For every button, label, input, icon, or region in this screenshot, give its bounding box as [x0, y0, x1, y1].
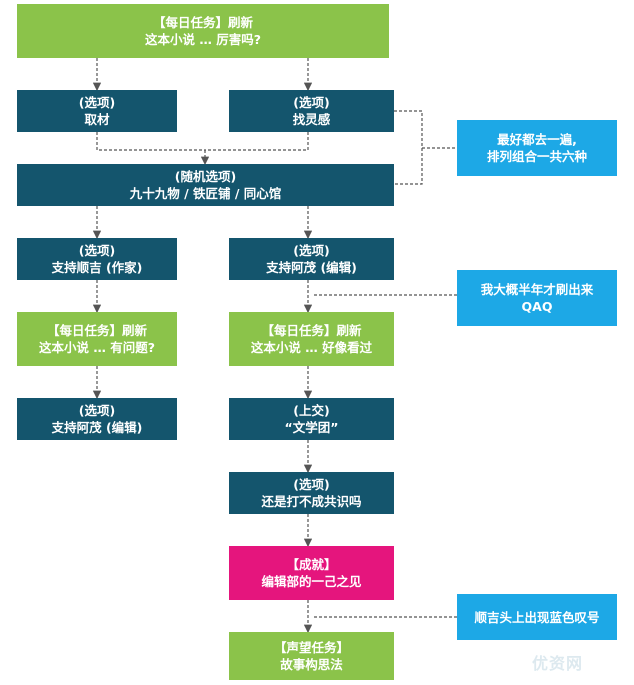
connector-zhaolinggan-random: [205, 132, 309, 151]
node-line-2: 支持阿茂 (编辑): [51, 420, 143, 435]
daily-task-node-left: 【每日任务】刷新 这本小说 … 有问题?: [17, 312, 177, 366]
node-line-1: (选项): [293, 477, 330, 492]
daily-task-node-right: 【每日任务】刷新 这本小说 … 好像看过: [229, 312, 394, 366]
option-node-qucai: (选项) 取材: [17, 90, 177, 132]
node-line-1: (选项): [78, 95, 116, 110]
reputation-task-node: 【声望任务】 故事构思法: [229, 632, 394, 680]
node-line-2: 取材: [84, 112, 110, 127]
option-node-shunji: (选项) 支持顺吉 (作家): [17, 238, 177, 280]
node-line-1: 【每日任务】刷新: [152, 15, 253, 30]
node-line-1: 【成就】: [286, 557, 337, 572]
node-line-1: (随机选项): [174, 169, 237, 184]
node-line-1: (上交): [293, 403, 330, 418]
daily-task-node-1: 【每日任务】刷新 这本小说 … 厉害吗?: [17, 4, 389, 58]
option-node-amao-1: (选项) 支持阿茂 (编辑): [229, 238, 394, 280]
node-line-2: 九十九物 / 铁匠铺 / 同心馆: [129, 186, 282, 201]
node-line-2: 还是打不成共识吗: [261, 494, 362, 509]
submit-node: (上交) “文学团”: [229, 398, 394, 440]
note-node-blue-exclamation: 顺吉头上出现蓝色叹号: [457, 594, 617, 640]
node-line-1: 【声望任务】: [273, 640, 349, 655]
achievement-node: 【成就】 编辑部的一己之见: [229, 546, 394, 600]
node-line-2: 排列组合一共六种: [486, 149, 587, 164]
node-line-2: QAQ: [521, 299, 553, 314]
node-line-2: 故事构思法: [280, 657, 343, 672]
node-line-1: 最好都去一遍,: [497, 132, 577, 147]
node-line-1: (选项): [293, 95, 330, 110]
node-line-2: 这本小说 … 有问题?: [39, 340, 155, 355]
node-line-2: 支持顺吉 (作家): [51, 260, 143, 275]
node-line-1: 【每日任务】刷新: [46, 323, 147, 338]
node-line-1: 【每日任务】刷新: [261, 323, 362, 338]
connector-note1-bracket: [394, 110, 423, 185]
node-line-2: 这本小说 … 好像看过: [250, 340, 373, 355]
node-line-1: (选项): [293, 243, 330, 258]
node-line-2: 编辑部的一己之见: [261, 574, 362, 589]
node-line-1: 我大概半年才刷出来: [480, 282, 594, 297]
option-node-amao-2: (选项) 支持阿茂 (编辑): [17, 398, 177, 440]
node-line-1: (选项): [78, 243, 116, 258]
note-node-half-year: 我大概半年才刷出来 QAQ: [457, 270, 617, 326]
watermark: 优资网: [532, 654, 584, 673]
node-line-2: “文学团”: [284, 420, 339, 435]
option-node-zhaolinggan: (选项) 找灵感: [229, 90, 394, 132]
node-line-1: 顺吉头上出现蓝色叹号: [474, 609, 600, 625]
note-node-combinations: 最好都去一遍, 排列组合一共六种: [457, 120, 617, 176]
node-line-1: (选项): [78, 403, 116, 418]
node-line-2: 支持阿茂 (编辑): [266, 260, 357, 275]
node-line-2: 找灵感: [292, 112, 331, 127]
node-line-2: 这本小说 … 厉害吗?: [145, 32, 261, 47]
connector-qucai-random: [96, 132, 205, 151]
option-node-consensus: (选项) 还是打不成共识吗: [229, 472, 394, 514]
random-option-node: (随机选项) 九十九物 / 铁匠铺 / 同心馆: [17, 164, 394, 206]
